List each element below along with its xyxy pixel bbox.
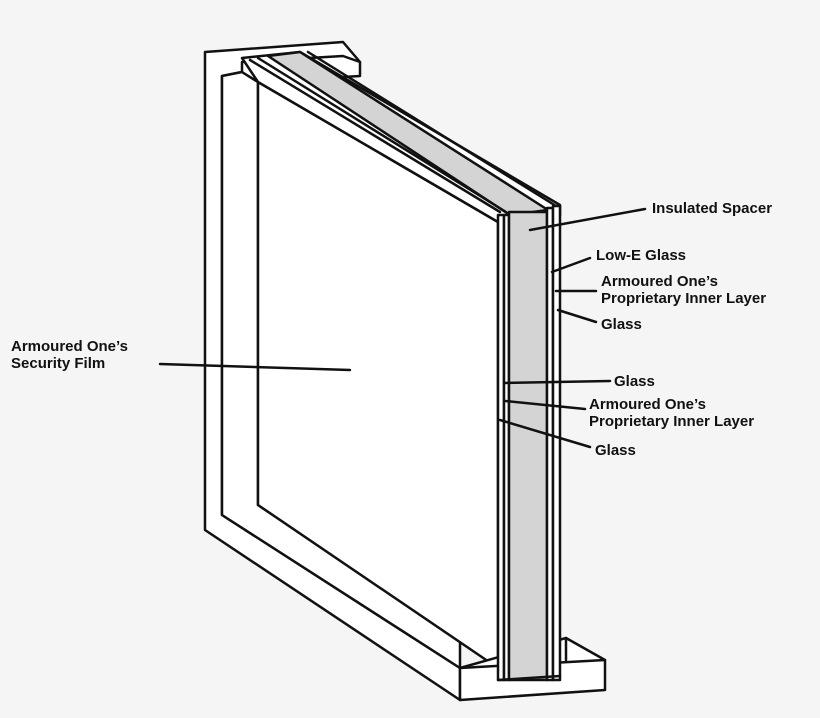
leader-proprietary-lower xyxy=(503,399,587,411)
layer-line-top-2 xyxy=(256,56,508,214)
insulated-spacer-side xyxy=(507,210,549,682)
label-proprietary-upper-line1: Armoured One’s xyxy=(601,273,718,290)
inner-layer-back xyxy=(551,204,562,682)
label-proprietary-inner-layer-upper: Armoured One’s Proprietary Inner Layer xyxy=(601,273,766,307)
leader-low-e-glass xyxy=(550,256,592,274)
leader-security-film xyxy=(158,362,352,372)
label-insulated-spacer: Insulated Spacer xyxy=(652,200,773,217)
layer-line-top-1 xyxy=(248,58,502,214)
leader-glass-middle xyxy=(502,379,612,385)
label-security-film-line2: Security Film xyxy=(11,355,106,372)
layer-line-top-3 xyxy=(306,50,558,208)
leader-glass-lower xyxy=(498,418,592,449)
label-security-film: Armoured One’s Security Film xyxy=(11,338,128,372)
label-proprietary-lower-line1: Armoured One’s xyxy=(589,396,706,413)
label-proprietary-upper-line2: Proprietary Inner Layer xyxy=(601,290,767,307)
label-glass-middle: Glass xyxy=(614,373,655,390)
bottom-edge xyxy=(496,674,562,682)
label-glass-lower: Glass xyxy=(595,442,636,459)
label-security-film-line1: Armoured One’s xyxy=(11,338,128,355)
label-proprietary-lower-line2: Proprietary Inner Layer xyxy=(589,413,755,430)
leader-glass-upper xyxy=(556,308,598,324)
label-low-e-glass: Low-E Glass xyxy=(596,247,687,264)
label-proprietary-inner-layer-lower: Armoured One’s Proprietary Inner Layer xyxy=(589,396,754,430)
leader-insulated-spacer xyxy=(528,207,647,232)
label-glass-upper: Glass xyxy=(601,316,642,333)
